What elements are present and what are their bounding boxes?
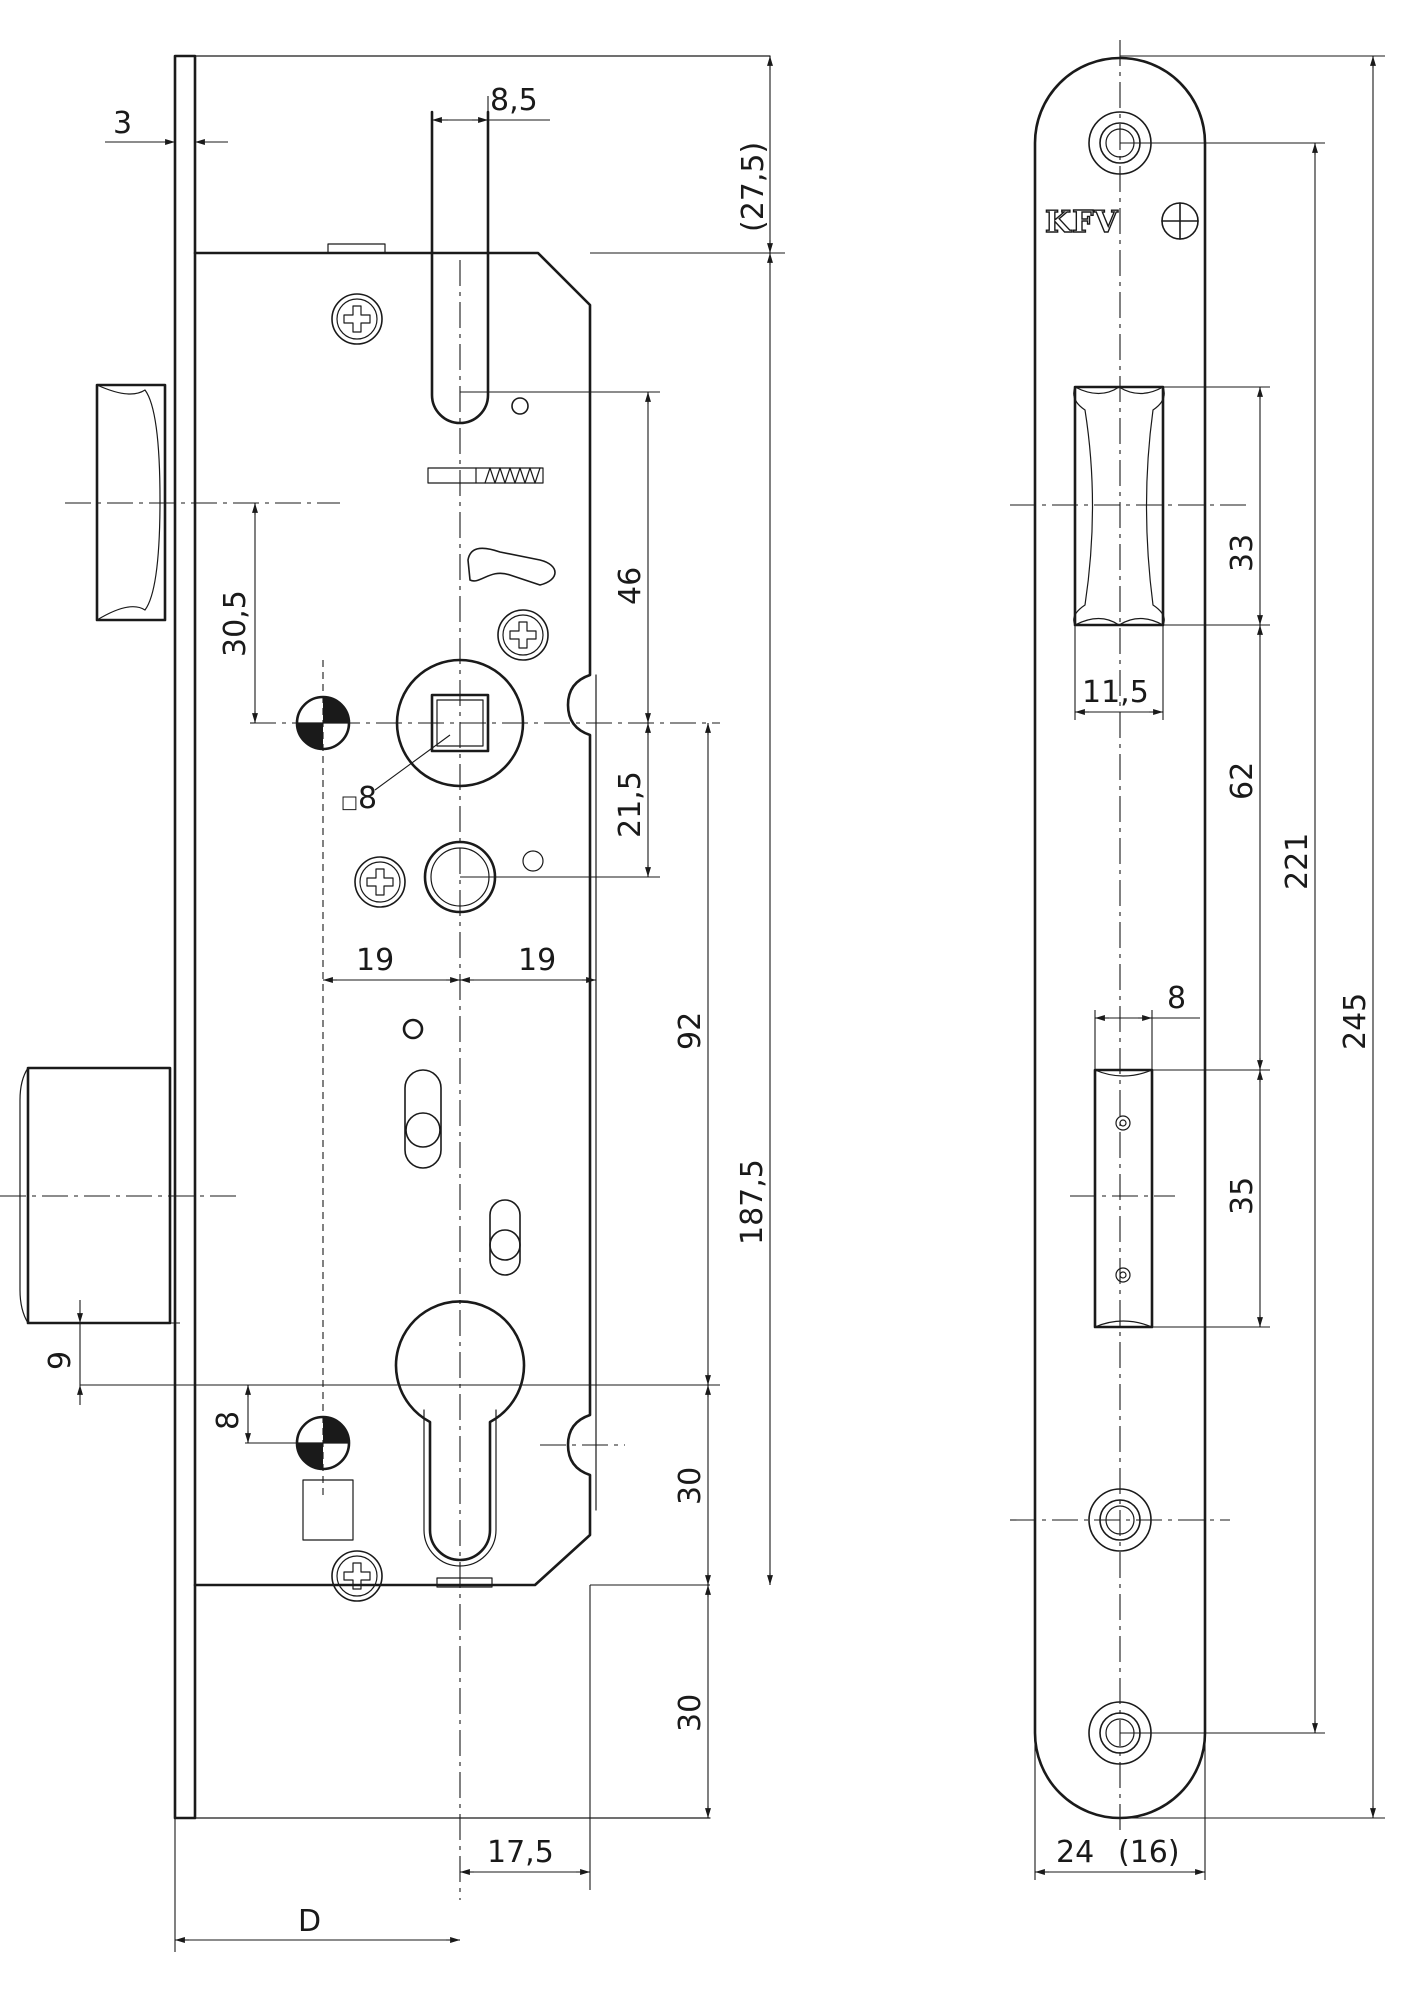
logo-cross-icon bbox=[1161, 202, 1199, 240]
dim-lower-mark-offset: 8 bbox=[211, 1411, 246, 1430]
faceplate bbox=[173, 54, 197, 1820]
dim-backset-small: 17,5 bbox=[487, 1835, 554, 1870]
dim-screw-spacing: 221 bbox=[1280, 833, 1315, 890]
dim-latch-to-follower: 46 bbox=[613, 567, 648, 605]
dim-latch-hole-height: 33 bbox=[1225, 534, 1260, 572]
cylinder-profile-hole bbox=[394, 1300, 526, 1562]
dim-handle-offset-upper: 30,5 bbox=[218, 590, 253, 657]
dim-half-width-right: 19 bbox=[518, 943, 556, 978]
dim-overall-body-height: 187,5 bbox=[735, 1159, 770, 1245]
dim-bolt-hole-height: 35 bbox=[1225, 1177, 1260, 1215]
lock-case bbox=[193, 251, 592, 1587]
dim-half-width-left: 19 bbox=[356, 943, 394, 978]
screw-icon bbox=[354, 856, 406, 908]
dim-deadbolt-offset: 9 bbox=[43, 1351, 78, 1370]
dim-top-offset: (27,5) bbox=[736, 142, 771, 232]
dim-follower-to-cylinder-center: 92 bbox=[673, 1012, 708, 1050]
latch-opening bbox=[1073, 385, 1165, 627]
dim-bolt-hole-width: 8 bbox=[1167, 981, 1186, 1016]
dim-square-spindle: 8 bbox=[358, 781, 377, 816]
screw-icon bbox=[331, 293, 383, 345]
dim-plate-width-alt: (16) bbox=[1118, 1835, 1180, 1870]
dim-hole-gap: 62 bbox=[1225, 762, 1260, 800]
latch-housing bbox=[95, 383, 167, 622]
screw-icon bbox=[331, 1550, 383, 1602]
brand-logo: KFV bbox=[1045, 205, 1119, 240]
dim-square-spindle-prefix: □ bbox=[341, 792, 358, 813]
strike-plate-view: KFV bbox=[1010, 40, 1385, 1880]
dim-faceplate-thickness: 3 bbox=[113, 106, 132, 141]
dim-bottom-extension: 30 bbox=[673, 1694, 708, 1732]
dim-latch-hole-width: 11,5 bbox=[1082, 675, 1149, 710]
dim-backset: D bbox=[298, 1904, 321, 1939]
lock-body-view: 3 8,5 (27,5) 30,5 46 21,5 □ 8 bbox=[0, 54, 785, 1952]
dim-plate-height: 245 bbox=[1338, 993, 1373, 1050]
dim-plate-width: 24 bbox=[1056, 1835, 1094, 1870]
dim-latch-width: 8,5 bbox=[490, 83, 538, 118]
screw-icon bbox=[497, 609, 549, 661]
dim-cylinder-below: 30 bbox=[673, 1467, 708, 1505]
bolt-opening bbox=[1093, 1068, 1154, 1329]
latch-bolt bbox=[430, 110, 490, 425]
dim-follower-to-cylinder: 21,5 bbox=[613, 771, 648, 838]
